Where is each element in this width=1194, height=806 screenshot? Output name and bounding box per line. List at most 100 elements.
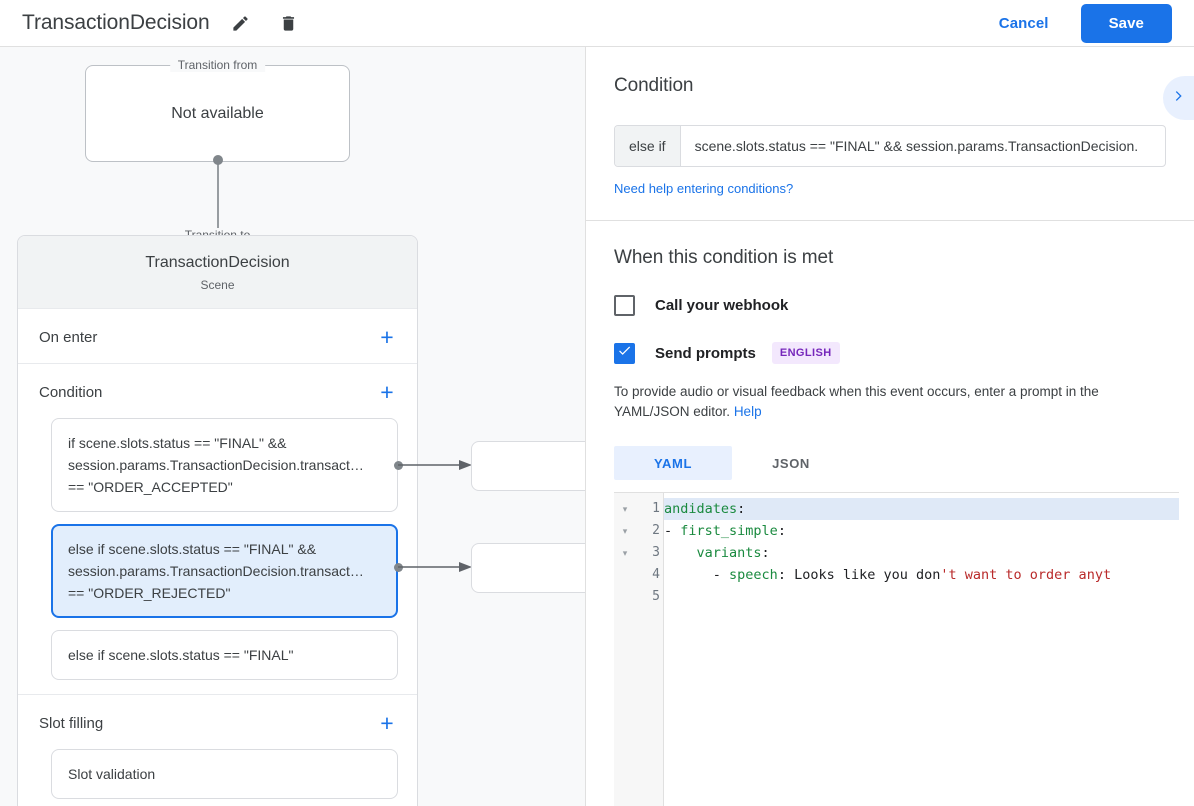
code-line[interactable]: - speech: Looks like you don't want to o… bbox=[664, 564, 1179, 586]
code-token bbox=[664, 545, 697, 561]
tab-yaml[interactable]: YAML bbox=[614, 446, 732, 480]
line-number: 5 bbox=[652, 589, 660, 604]
transition-to-scene-card[interactable]: TransactionDecision Scene On enter+Condi… bbox=[17, 235, 418, 806]
code-token: : bbox=[777, 523, 786, 539]
add-icon[interactable]: + bbox=[380, 378, 394, 405]
transition-from-node[interactable]: Transition from Not available bbox=[85, 58, 350, 162]
panel-collapse-button[interactable] bbox=[1163, 76, 1194, 120]
editor-fold-gutter[interactable]: ▾ ▾ ▾ bbox=[614, 493, 636, 806]
when-condition-met-section: When this condition is met Call your web… bbox=[586, 221, 1194, 806]
topbar-action-group: Cancel Save bbox=[985, 3, 1194, 43]
code-token: - bbox=[664, 567, 730, 583]
line-number: 3 bbox=[652, 545, 660, 560]
code-token: - bbox=[664, 523, 681, 539]
item-line: session.params.TransactionDecision.trans… bbox=[68, 457, 364, 473]
section-header: On enter + bbox=[18, 309, 417, 363]
condition-expression-input[interactable] bbox=[680, 126, 1165, 166]
scene-graph-canvas[interactable]: Transition from Not available Transition… bbox=[0, 47, 585, 806]
chevron-right-icon bbox=[1171, 88, 1187, 109]
prompts-help-link[interactable]: Help bbox=[733, 404, 762, 419]
send-prompts-checkbox[interactable] bbox=[614, 342, 635, 364]
code-token: : bbox=[777, 567, 795, 583]
condition-2-target-stub[interactable] bbox=[471, 543, 585, 593]
fold-toggle-icon[interactable]: ▾ bbox=[622, 525, 628, 536]
section-body: if scene.slots.status == "FINAL" && sessi… bbox=[18, 418, 417, 694]
condition-help-link[interactable]: Need help entering conditions? bbox=[614, 181, 794, 196]
code-token: 't want to order anyt bbox=[940, 567, 1112, 583]
condition-item[interactable]: else if scene.slots.status == "FINAL" bbox=[51, 630, 398, 680]
code-token: variants bbox=[696, 545, 762, 561]
scene-section: On enter + bbox=[18, 309, 417, 364]
line-number: 2 bbox=[652, 523, 660, 538]
top-app-bar: TransactionDecision Cancel Save bbox=[0, 0, 1194, 47]
editor-line-number-gutter: 1 2 3 4 5 bbox=[636, 493, 664, 806]
item-line: else if scene.slots.status == "FINAL" && bbox=[68, 541, 317, 557]
save-button[interactable]: Save bbox=[1080, 3, 1172, 43]
code-line[interactable] bbox=[664, 586, 1179, 608]
scene-section: Slot filling + Slot validation bbox=[18, 695, 417, 806]
section-header: Condition + bbox=[18, 364, 417, 418]
item-line: Slot validation bbox=[68, 766, 156, 782]
item-line: == "ORDER_ACCEPTED" bbox=[68, 479, 233, 495]
checkmark-icon bbox=[617, 343, 632, 363]
prompts-description-text: To provide audio or visual feedback when… bbox=[614, 384, 1099, 419]
editor-code-area[interactable]: andidates:- first_simple: variants: - sp… bbox=[664, 493, 1179, 806]
item-line: else if scene.slots.status == "FINAL" bbox=[68, 647, 294, 663]
topbar-left-group: TransactionDecision bbox=[0, 6, 985, 40]
item-line: if scene.slots.status == "FINAL" && bbox=[68, 435, 287, 451]
code-line[interactable]: - first_simple: bbox=[664, 520, 1179, 542]
transition-from-value: Not available bbox=[171, 104, 264, 122]
section-title: On enter bbox=[39, 328, 98, 346]
code-token: Looks like you don bbox=[794, 567, 941, 583]
scene-kind: Scene bbox=[200, 278, 235, 292]
send-prompts-row[interactable]: Send prompts ENGLISH bbox=[614, 342, 1166, 364]
prompts-description: To provide audio or visual feedback when… bbox=[614, 382, 1166, 422]
trash-icon bbox=[279, 14, 298, 33]
fold-spacer bbox=[614, 586, 636, 608]
condition-2-edge bbox=[398, 562, 472, 572]
fold-toggle-icon[interactable]: ▾ bbox=[622, 547, 628, 558]
code-token: : bbox=[737, 501, 746, 517]
call-webhook-checkbox[interactable] bbox=[614, 295, 635, 316]
add-icon[interactable]: + bbox=[380, 323, 394, 350]
code-line[interactable]: andidates: bbox=[664, 498, 1179, 520]
condition-heading: Condition bbox=[614, 75, 694, 96]
section-header: Slot filling + bbox=[18, 695, 417, 749]
condition-item[interactable]: Slot validation bbox=[51, 749, 398, 799]
edit-name-button[interactable] bbox=[224, 6, 258, 40]
tab-json[interactable]: JSON bbox=[772, 455, 810, 471]
scene-card-header: TransactionDecision Scene bbox=[18, 236, 417, 309]
section-title: Condition bbox=[39, 383, 103, 401]
section-title: Slot filling bbox=[39, 714, 104, 732]
scene-name: TransactionDecision bbox=[145, 254, 290, 271]
condition-details-panel: Condition else if Need help entering con… bbox=[585, 47, 1194, 806]
pencil-icon bbox=[231, 14, 250, 33]
delete-button[interactable] bbox=[272, 6, 306, 40]
fold-toggle-icon[interactable]: ▾ bbox=[622, 503, 628, 514]
cancel-button[interactable]: Cancel bbox=[985, 6, 1063, 41]
line-number: 4 bbox=[652, 567, 660, 582]
line-number: 1 bbox=[652, 501, 660, 516]
locale-badge: ENGLISH bbox=[771, 342, 840, 364]
call-webhook-label: Call your webhook bbox=[655, 297, 789, 314]
scene-section: Condition + if scene.slots.status == "FINA… bbox=[18, 364, 417, 695]
condition-editor-section: Condition else if Need help entering con… bbox=[586, 47, 1194, 221]
send-prompts-label: Send prompts bbox=[655, 344, 756, 362]
code-token: andidates bbox=[664, 501, 738, 517]
item-line: == "ORDER_REJECTED" bbox=[68, 585, 231, 601]
item-line: session.params.TransactionDecision.trans… bbox=[68, 563, 364, 579]
condition-1-target-stub[interactable] bbox=[471, 441, 585, 491]
condition-1-edge bbox=[398, 460, 472, 470]
transition-from-legend: Transition from bbox=[169, 58, 266, 72]
condition-input-row[interactable]: else if bbox=[614, 125, 1166, 167]
section-body: Slot validation bbox=[18, 749, 417, 806]
add-icon[interactable]: + bbox=[380, 709, 394, 736]
condition-item[interactable]: if scene.slots.status == "FINAL" && sessi… bbox=[51, 418, 398, 512]
webhook-row[interactable]: Call your webhook bbox=[614, 295, 1166, 316]
scene-sections: On enter + Condition + if scene.slots.status… bbox=[18, 309, 417, 806]
code-line[interactable]: variants: bbox=[664, 542, 1179, 564]
code-token: speech bbox=[729, 567, 778, 583]
condition-prefix-label: else if bbox=[615, 126, 681, 166]
condition-item-selected[interactable]: else if scene.slots.status == "FINAL" &&… bbox=[51, 524, 398, 618]
